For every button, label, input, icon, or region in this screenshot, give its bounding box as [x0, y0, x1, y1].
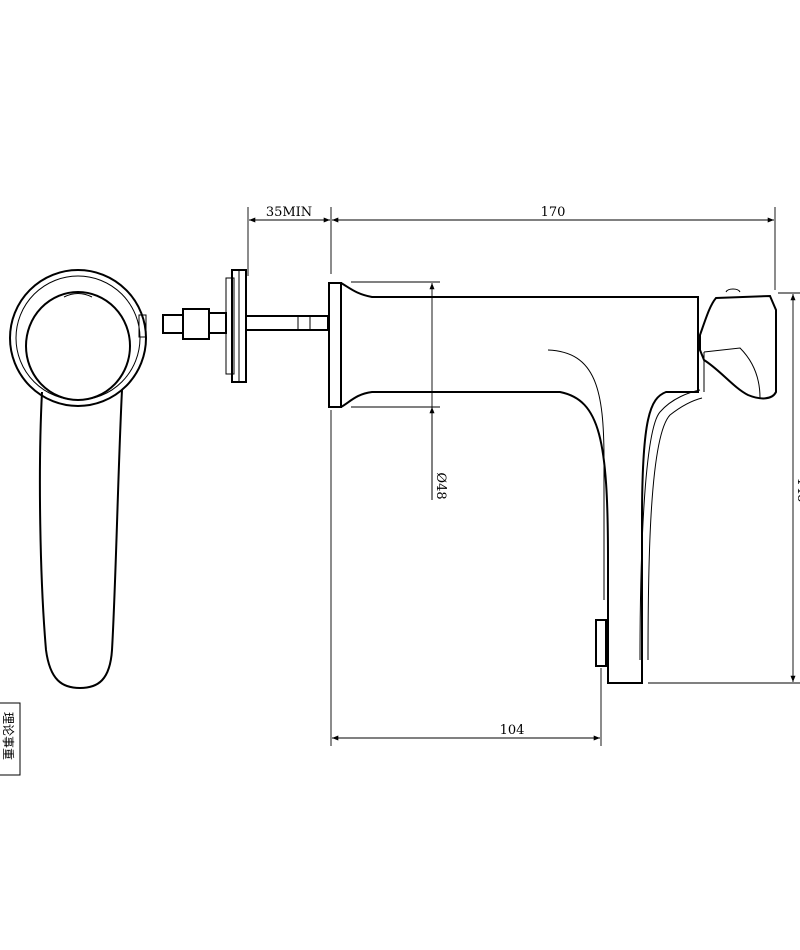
side-view — [328, 282, 777, 684]
dim-spout-reach: 104 — [500, 723, 525, 738]
spout-body — [340, 282, 699, 684]
stamp-label: 理论事重 — [1, 712, 15, 760]
cartridge-stem-shoulder — [182, 308, 210, 340]
dimensions: 35MIN 170 104 148 Ø48 — [247, 205, 800, 746]
front-view — [9, 269, 147, 690]
dim-overall-length: 170 — [541, 205, 566, 220]
spout-outer-curve — [639, 389, 701, 661]
front-handle-cap — [25, 291, 131, 401]
front-rosette-inner — [15, 275, 141, 401]
dim-diameter: Ø48 — [433, 472, 448, 499]
front-handle-lever — [38, 389, 123, 690]
cartridge-stem-tip — [162, 314, 184, 334]
spout-inner-curve — [547, 349, 605, 600]
cartridge-stem-collar — [208, 312, 227, 334]
dim-height: 148 — [794, 478, 800, 503]
front-handle-notch — [63, 293, 93, 298]
front-rosette-outer — [9, 269, 147, 407]
front-side-tab — [138, 314, 147, 338]
stamp-box: 理论事重 — [0, 702, 21, 776]
cartridge-view — [162, 269, 329, 383]
dim-min-depth: 35MIN — [266, 205, 312, 220]
wall-plate — [328, 282, 342, 408]
side-handle-lever — [699, 294, 777, 400]
spout-aerator — [595, 619, 607, 667]
cartridge-spindle — [245, 315, 329, 331]
